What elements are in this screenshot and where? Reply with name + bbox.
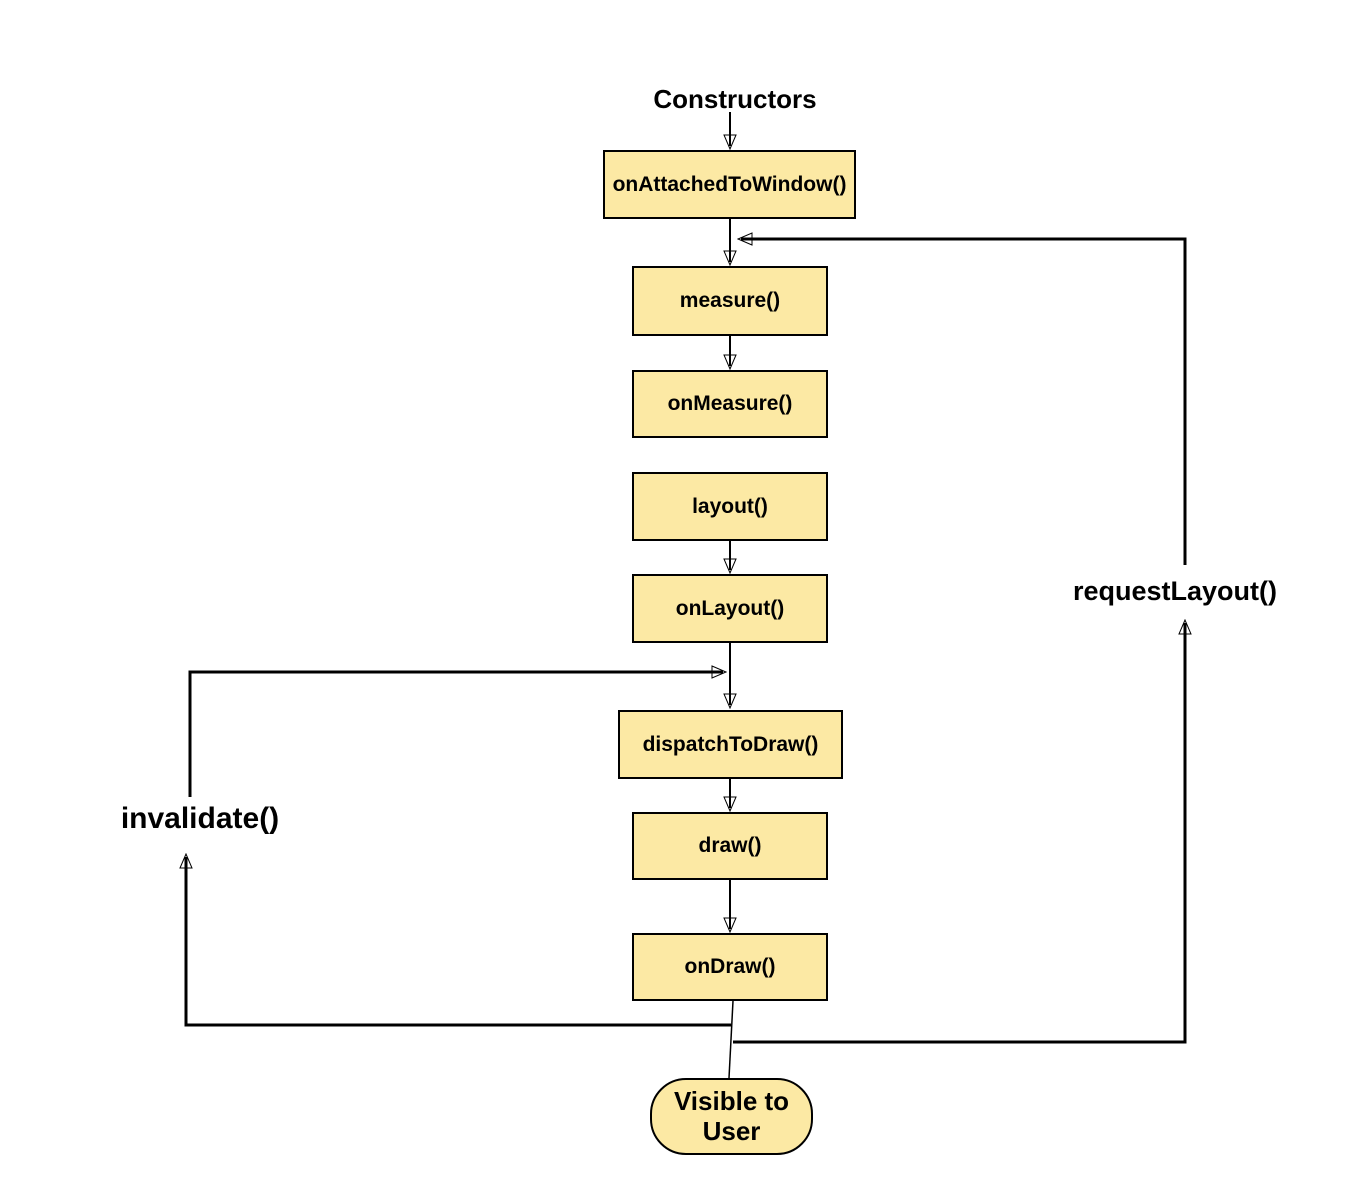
node-label: Visible to User [673, 1086, 790, 1146]
node-label: onMeasure() [667, 392, 793, 415]
node-label: dispatchToDraw() [642, 732, 819, 756]
node-measure: measure() [632, 266, 828, 336]
request-layout-label: requestLayout() [1072, 576, 1278, 606]
invalidate-label: invalidate() [120, 802, 280, 835]
node-label: onLayout() [675, 596, 785, 620]
node-draw: draw() [632, 812, 828, 880]
node-label: layout() [692, 494, 768, 518]
node-onattachedtowindow: onAttachedToWindow() [603, 150, 856, 219]
constructors-label: Constructors [653, 84, 817, 114]
edge-requestlayout-loop-bottom [733, 623, 1185, 1044]
edge-ondraw-to-visible [728, 1000, 734, 1079]
node-dispatchtodraw: dispatchToDraw() [618, 710, 843, 779]
node-label: draw() [698, 834, 762, 857]
node-ondraw: onDraw() [632, 933, 828, 1001]
node-onlayout: onLayout() [632, 574, 828, 643]
edge-requestlayout-loop-merge [741, 239, 1187, 565]
node-label: onAttachedToWindow() [612, 172, 847, 196]
node-visible-to-user: Visible to User [650, 1078, 813, 1155]
node-layout: layout() [632, 472, 828, 541]
edge-invalidate-loop-merge [188, 672, 723, 797]
node-onmeasure: onMeasure() [632, 370, 828, 438]
node-label: onDraw() [684, 955, 776, 978]
node-label: measure() [679, 289, 781, 312]
edge-invalidate-loop-bottom [186, 857, 731, 1027]
